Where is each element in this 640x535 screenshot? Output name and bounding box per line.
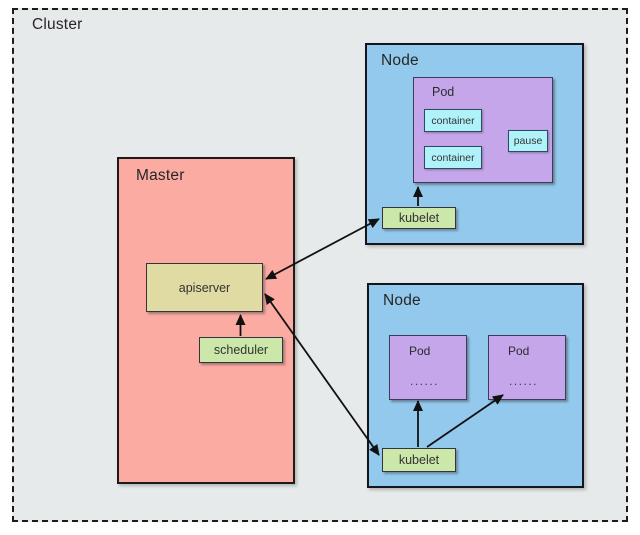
node-top-label: Node bbox=[381, 52, 419, 69]
pause-label: pause bbox=[513, 135, 543, 147]
pod-box: Pod container container pause bbox=[413, 77, 553, 183]
master-box: Master apiserver scheduler bbox=[117, 157, 295, 484]
pod-dots: ...... bbox=[410, 374, 440, 388]
apiserver-box: apiserver bbox=[146, 263, 263, 312]
kubelet-box-node-bottom: kubelet bbox=[382, 448, 456, 472]
scheduler-label: scheduler bbox=[213, 343, 269, 357]
kubelet-label: kubelet bbox=[398, 211, 440, 225]
container-label: container bbox=[431, 114, 475, 127]
pod-label: Pod bbox=[432, 85, 455, 99]
node-top-box: Node Pod container container pause kubel… bbox=[365, 43, 584, 245]
kubelet-label: kubelet bbox=[398, 453, 440, 467]
pod-dots: ...... bbox=[509, 374, 539, 388]
scheduler-box: scheduler bbox=[199, 337, 283, 363]
pod-small-box-2: Pod ...... bbox=[488, 335, 566, 400]
cluster-label: Cluster bbox=[32, 16, 83, 33]
pod-small-box-1: Pod ...... bbox=[389, 335, 467, 400]
pause-box: pause bbox=[508, 130, 548, 152]
container-label: container bbox=[431, 151, 475, 164]
container-box: container bbox=[424, 146, 482, 169]
apiserver-label: apiserver bbox=[178, 280, 231, 295]
node-bottom-label: Node bbox=[383, 292, 421, 309]
master-label: Master bbox=[136, 167, 185, 184]
cluster-box: Cluster Master apiserver scheduler Node … bbox=[12, 8, 628, 522]
container-box: container bbox=[424, 109, 482, 132]
kubelet-box-node-top: kubelet bbox=[382, 207, 456, 229]
node-bottom-box: Node Pod ...... Pod ...... kubelet bbox=[367, 283, 584, 488]
pod-label: Pod bbox=[508, 344, 530, 358]
pod-label: Pod bbox=[409, 344, 431, 358]
